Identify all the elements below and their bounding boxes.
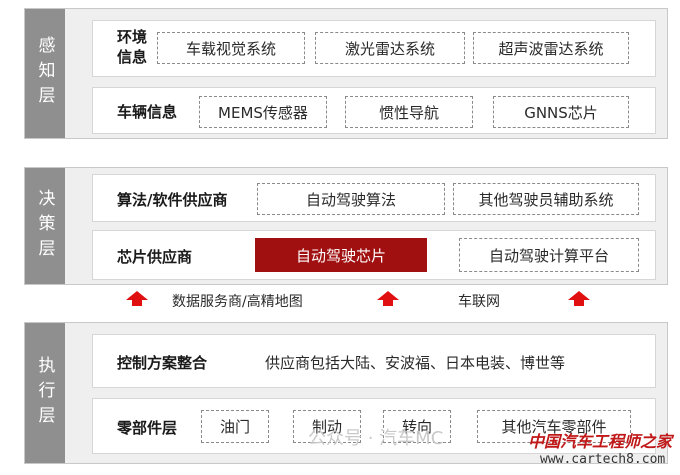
parts-item-steering: 转向 (383, 410, 451, 443)
parts-title: 零部件层 (117, 419, 178, 437)
parts-row: 零部件层 油门 制动 转向 其他汽车零部件 (92, 398, 656, 454)
vehicle-info-row: 车辆信息 MEMS传感器 惯性导航 GNNS芯片 (92, 87, 656, 134)
wechat-watermark: 公众号 · 汽车MC (308, 428, 444, 449)
vehicle-item-inertial: 惯性导航 (345, 96, 473, 128)
algo-row: 算法/软件供应商 自动驾驶算法 其他驾驶员辅助系统 (92, 174, 656, 222)
env-info-title: 环境 信息 (117, 28, 148, 66)
site-url-watermark: www.cartech8.com (540, 452, 666, 467)
algo-item-adas: 其他驾驶员辅助系统 (453, 183, 639, 215)
env-info-row: 环境 信息 车载视觉系统 激光雷达系统 超声波雷达系统 (92, 20, 656, 77)
decision-layer-label-text: 决策层 (34, 188, 55, 264)
control-suppliers-text: 供应商包括大陆、安波福、日本电装、博世等 (265, 354, 566, 372)
site-logo-watermark: 中国汽车工程师之家 (528, 432, 673, 451)
parts-item-other: 其他汽车零部件 (477, 410, 631, 443)
parts-item-brake: 制动 (293, 410, 361, 443)
chip-item-compute-platform: 自动驾驶计算平台 (459, 238, 639, 272)
env-item-vision: 车载视觉系统 (157, 32, 305, 64)
algo-item-autodrive: 自动驾驶算法 (257, 183, 445, 215)
env-item-ultrasonic: 超声波雷达系统 (473, 32, 629, 64)
iov-label: 车联网 (458, 294, 500, 310)
data-service-label: 数据服务商/高精地图 (172, 294, 303, 310)
control-row: 控制方案整合 供应商包括大陆、安波福、日本电装、博世等 (92, 334, 656, 388)
vehicle-item-mems: MEMS传感器 (199, 96, 327, 128)
chip-row: 芯片供应商 自动驾驶芯片 自动驾驶计算平台 (92, 230, 656, 280)
perception-layer-label-text: 感知层 (34, 36, 55, 111)
env-item-lidar: 激光雷达系统 (315, 32, 465, 64)
control-title: 控制方案整合 (117, 354, 208, 372)
chip-title: 芯片供应商 (117, 248, 193, 266)
algo-title: 算法/软件供应商 (117, 191, 228, 209)
perception-layer-label: 感知层 (25, 9, 65, 138)
decision-layer-label: 决策层 (25, 168, 65, 284)
execution-layer-label: 执行层 (25, 323, 65, 463)
vehicle-item-gnns: GNNS芯片 (493, 96, 629, 128)
chip-item-autodrive-chip: 自动驾驶芯片 (255, 238, 427, 272)
vehicle-info-title: 车辆信息 (117, 103, 178, 121)
parts-item-throttle: 油门 (201, 410, 269, 443)
execution-layer-label-text: 执行层 (34, 355, 55, 431)
